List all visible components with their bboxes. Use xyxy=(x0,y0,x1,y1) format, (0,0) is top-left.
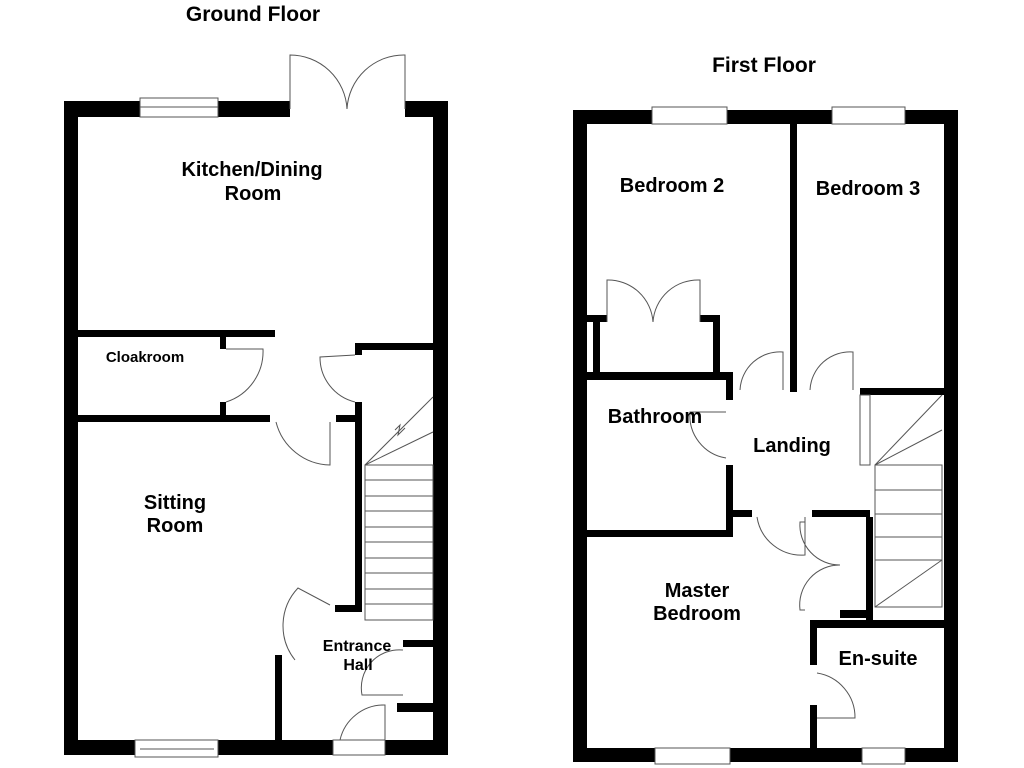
bedroom2-window xyxy=(651,106,728,125)
ground-floor-plan: Ground Floor xyxy=(64,3,448,758)
room-label-kitchen: Kitchen/Dining xyxy=(181,159,322,181)
master-door xyxy=(756,516,806,556)
room-label-master: Master xyxy=(665,580,730,602)
first-floor-windows xyxy=(651,106,906,765)
french-door-left xyxy=(289,54,348,110)
front-door xyxy=(339,704,386,741)
room-label-ensuite: En-suite xyxy=(839,648,918,670)
first-floor-labels: Bedroom 2 Bedroom 3 Bathroom Landing Mas… xyxy=(608,175,920,670)
hall-sitting-door xyxy=(282,587,331,661)
first-floor-plan: First Floor xyxy=(573,54,958,765)
stairs-cupboard-door xyxy=(319,354,356,403)
room-label-hall: Entrance xyxy=(323,638,392,655)
bedroom2-door xyxy=(739,351,784,391)
ground-floor-walls xyxy=(64,101,448,755)
first-floor-stairs xyxy=(859,394,943,608)
ground-floor-stairs xyxy=(364,396,434,621)
bedroom3-door xyxy=(809,351,854,391)
first-floor-doors xyxy=(606,279,856,719)
ensuite-door xyxy=(816,672,856,719)
room-label-cloakroom: Cloakroom xyxy=(106,349,184,366)
ground-floor-labels: Kitchen/Dining Room Cloakroom Sitting Ro… xyxy=(106,159,392,674)
bedroom3-window xyxy=(831,106,906,125)
ground-floor-windows xyxy=(134,97,219,758)
room-label-hall-2: Hall xyxy=(343,657,372,674)
cupboard-doors xyxy=(799,521,841,611)
room-label-landing: Landing xyxy=(753,435,831,457)
first-floor-title: First Floor xyxy=(712,54,816,77)
french-door-right xyxy=(346,54,406,110)
sitting-room-door xyxy=(275,421,331,466)
room-label-bathroom: Bathroom xyxy=(608,406,702,428)
ground-floor-title: Ground Floor xyxy=(186,3,320,26)
room-label-kitchen-2: Room xyxy=(225,183,282,205)
master-window xyxy=(654,747,731,765)
room-label-master-2: Bedroom xyxy=(653,603,741,625)
cloakroom-door xyxy=(225,348,264,403)
ground-floor-doors xyxy=(225,54,406,756)
hall-cupboard-door xyxy=(360,649,404,696)
wardrobe-door-right xyxy=(652,279,701,323)
first-floor-walls xyxy=(573,110,958,762)
bathroom-door xyxy=(689,411,727,459)
wardrobe-door-left xyxy=(606,279,654,323)
ensuite-window xyxy=(861,747,906,765)
room-label-bedroom3: Bedroom 3 xyxy=(816,178,920,200)
room-label-bedroom2: Bedroom 2 xyxy=(620,175,724,197)
room-label-sitting: Sitting xyxy=(144,492,206,514)
room-label-sitting-2: Room xyxy=(147,515,204,537)
